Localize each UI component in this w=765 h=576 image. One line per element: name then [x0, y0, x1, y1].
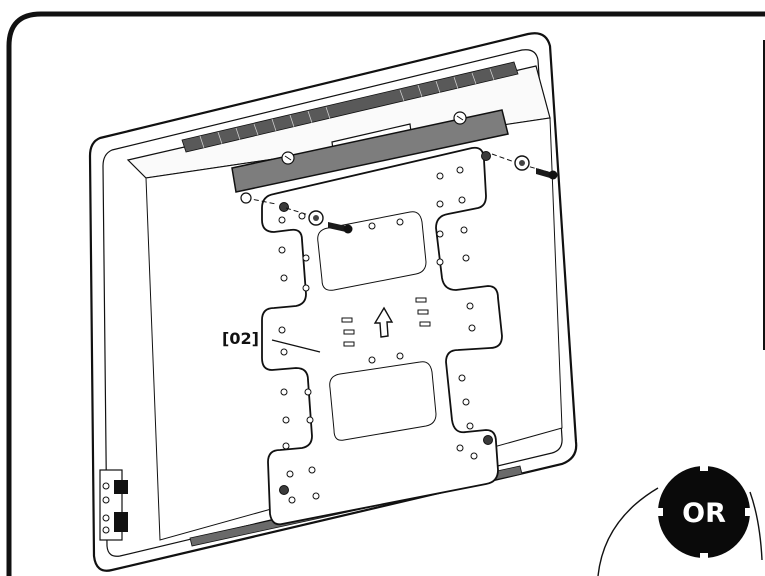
- callout-label: [02]: [222, 329, 259, 348]
- plate-upper-window: [317, 211, 427, 291]
- screw-icon: [328, 222, 353, 234]
- screw-left-assembly: [240, 192, 353, 234]
- callout-leader: [271, 339, 321, 353]
- callout: [02]: [222, 329, 321, 353]
- or-label: OR: [682, 498, 726, 529]
- washer-icon: [514, 155, 530, 171]
- or-guide-curve: [597, 487, 659, 576]
- or-badge: OR: [597, 464, 763, 576]
- top-bracket: [231, 109, 509, 193]
- plate-holes: [278, 166, 478, 504]
- washer-icon: [308, 210, 324, 226]
- plate-slots: [341, 297, 431, 347]
- plate-lower-window: [329, 361, 437, 441]
- screw-right-assembly: [491, 153, 558, 180]
- bracket-bar: [231, 109, 509, 193]
- top-vent-slats: [199, 68, 495, 149]
- tv-rim: [102, 49, 563, 557]
- outer-frame: [6, 11, 765, 576]
- or-circle: [658, 466, 750, 558]
- screw-icon: [536, 168, 558, 180]
- plate-bolts: [279, 151, 493, 495]
- or-notches: [656, 464, 752, 560]
- top-vent: [181, 61, 519, 153]
- arrow-up-icon: [373, 306, 394, 338]
- connector-ports: [99, 469, 128, 541]
- mounting-plate: [261, 146, 503, 526]
